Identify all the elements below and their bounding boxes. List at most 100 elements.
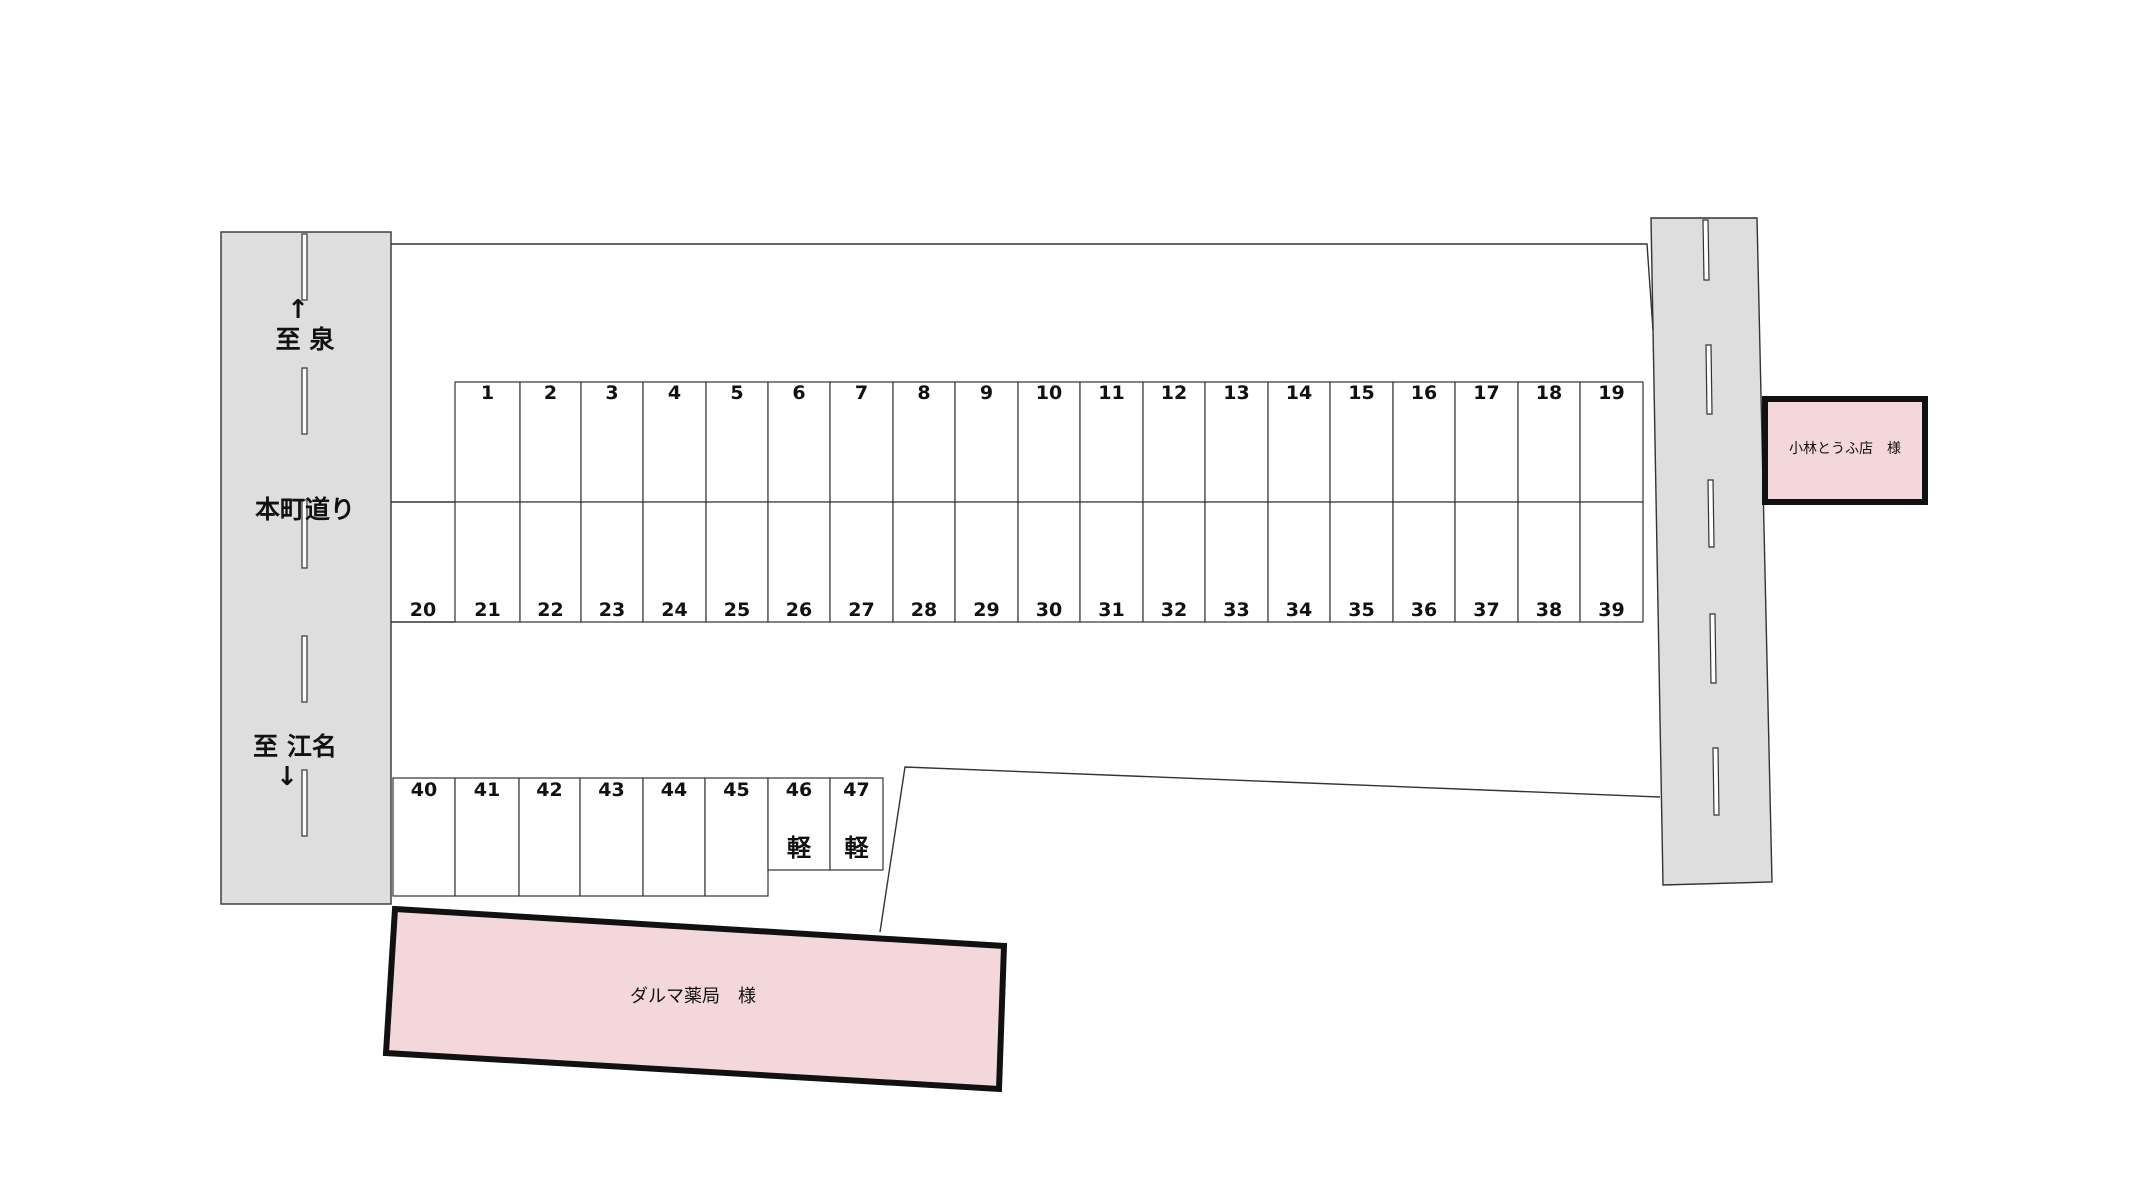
parking-stall: 37 bbox=[1454, 501, 1519, 623]
stall-box bbox=[518, 777, 581, 897]
stall-box bbox=[829, 501, 894, 623]
parking-stall: 42 bbox=[518, 777, 581, 897]
parking-stall: 11 bbox=[1079, 381, 1144, 503]
road-name-label: 本町道り bbox=[255, 495, 355, 524]
stall-box bbox=[1267, 381, 1331, 503]
stall-number: 38 bbox=[1536, 599, 1562, 621]
parking-stall: 28 bbox=[892, 501, 956, 623]
stall-number: 21 bbox=[474, 599, 500, 621]
stall-number: 34 bbox=[1286, 599, 1312, 621]
stall-box bbox=[1079, 381, 1144, 503]
pharmacy-building: ダルマ薬局 様 bbox=[382, 905, 1008, 1093]
stall-number: 40 bbox=[411, 779, 437, 801]
stall-box bbox=[519, 501, 582, 623]
stall-box bbox=[954, 381, 1019, 503]
parking-stall: 5 bbox=[705, 381, 769, 503]
parking-stall: 44 bbox=[642, 777, 706, 897]
stall-box bbox=[767, 777, 831, 871]
kei-car-label: 軽 bbox=[787, 834, 812, 862]
stall-box bbox=[954, 501, 1019, 623]
stall-number: 18 bbox=[1536, 382, 1562, 404]
stall-number: 1 bbox=[481, 382, 494, 404]
parking-stall: 18 bbox=[1517, 381, 1581, 503]
stall-box bbox=[1204, 381, 1269, 503]
tofu-shop-label: 小林とうふ店 様 bbox=[1789, 441, 1901, 457]
stall-box bbox=[1517, 381, 1581, 503]
parking-stall: 10 bbox=[1017, 381, 1081, 503]
parking-stall: 16 bbox=[1392, 381, 1456, 503]
stall-number: 7 bbox=[855, 382, 868, 404]
arrow-down-icon: ↓ bbox=[276, 762, 298, 792]
stall-number: 10 bbox=[1036, 382, 1062, 404]
parking-stall-kei: 47 軽 bbox=[829, 777, 884, 871]
stall-number: 8 bbox=[917, 382, 930, 404]
parking-stall: 39 bbox=[1579, 501, 1644, 623]
stall-number: 28 bbox=[911, 599, 937, 621]
parking-stall: 34 bbox=[1267, 501, 1331, 623]
parking-stall: 25 bbox=[705, 501, 769, 623]
left-road: ↑ 至 泉 本町道り 至 江名 ↓ bbox=[220, 231, 392, 905]
stall-box bbox=[1017, 381, 1081, 503]
parking-stall: 35 bbox=[1329, 501, 1394, 623]
stall-number: 47 bbox=[843, 779, 869, 801]
lane-marking bbox=[301, 367, 308, 435]
parking-stall: 21 bbox=[454, 501, 521, 623]
stall-box bbox=[704, 777, 769, 897]
parking-stall-kei: 46 軽 bbox=[767, 777, 831, 871]
lane-marking bbox=[301, 233, 308, 301]
stall-number: 43 bbox=[598, 779, 624, 801]
lot-top-edge bbox=[391, 243, 1654, 331]
stall-box bbox=[642, 777, 706, 897]
stall-box bbox=[579, 777, 644, 897]
lane-marking bbox=[301, 499, 308, 569]
parking-stall: 12 bbox=[1142, 381, 1206, 503]
stall-box bbox=[1517, 501, 1581, 623]
stall-number: 45 bbox=[723, 779, 749, 801]
parking-stall: 3 bbox=[580, 381, 644, 503]
direction-label-north: 至 泉 bbox=[276, 325, 335, 354]
stall-number: 33 bbox=[1223, 599, 1249, 621]
parking-stall: 33 bbox=[1204, 501, 1269, 623]
stall-number: 32 bbox=[1161, 599, 1187, 621]
parking-stall: 7 bbox=[829, 381, 894, 503]
stall-number: 41 bbox=[474, 779, 500, 801]
stall-box bbox=[1079, 501, 1144, 623]
parking-stall: 2 bbox=[519, 381, 582, 503]
parking-stall: 24 bbox=[642, 501, 707, 623]
parking-stall: 15 bbox=[1329, 381, 1394, 503]
parking-stall: 29 bbox=[954, 501, 1019, 623]
stall-box bbox=[1017, 501, 1081, 623]
stall-number: 25 bbox=[724, 599, 750, 621]
parking-lot-boundary bbox=[391, 243, 1661, 933]
stall-box bbox=[892, 501, 956, 623]
stall-number: 6 bbox=[792, 382, 805, 404]
stall-box bbox=[892, 381, 956, 503]
stall-box bbox=[1392, 501, 1456, 623]
right-road bbox=[1650, 217, 1773, 886]
parking-stall: 14 bbox=[1267, 381, 1331, 503]
parking-stall: 31 bbox=[1079, 501, 1144, 623]
stall-number: 35 bbox=[1348, 599, 1374, 621]
kei-car-label: 軽 bbox=[845, 834, 870, 862]
stall-number: 39 bbox=[1598, 599, 1624, 621]
stall-box bbox=[829, 777, 884, 871]
parking-stall: 27 bbox=[829, 501, 894, 623]
parking-stall: 8 bbox=[892, 381, 956, 503]
parking-stall: 19 bbox=[1579, 381, 1644, 503]
stall-number: 37 bbox=[1473, 599, 1499, 621]
parking-stall: 6 bbox=[767, 381, 831, 503]
stall-number: 46 bbox=[786, 779, 812, 801]
stall-box bbox=[392, 777, 456, 897]
parking-stall: 41 bbox=[454, 777, 520, 897]
stall-number: 13 bbox=[1223, 382, 1249, 404]
parking-stall: 38 bbox=[1517, 501, 1581, 623]
lane-marking bbox=[1705, 344, 1713, 415]
parking-stall: 20 bbox=[391, 599, 455, 623]
parking-stall: 13 bbox=[1204, 381, 1269, 503]
stall-box bbox=[767, 501, 831, 623]
lane-marking bbox=[1712, 747, 1720, 816]
stall-number: 5 bbox=[730, 382, 743, 404]
pharmacy-label: ダルマ薬局 様 bbox=[630, 986, 756, 1007]
lane-marking bbox=[1707, 479, 1715, 548]
